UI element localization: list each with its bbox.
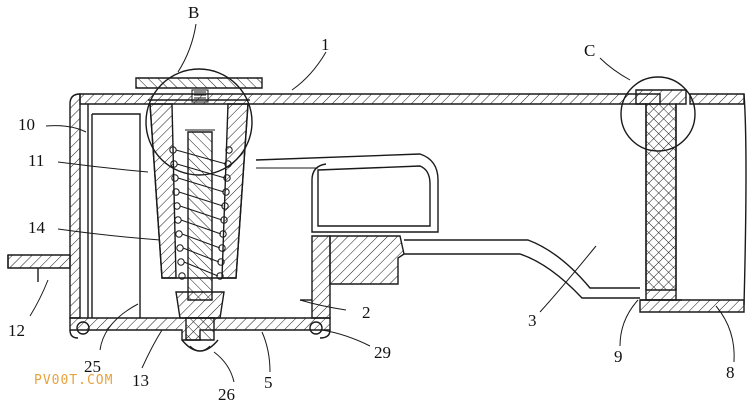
callout-labels: B C 1 10 11 14 12 2 3 9 8 25 13 26 5 29 — [8, 3, 735, 404]
label-11: 11 — [28, 151, 44, 170]
detail-circle-c — [620, 76, 696, 152]
label-29: 29 — [374, 343, 391, 362]
label-25: 25 — [84, 357, 101, 376]
inner-chamber — [91, 113, 141, 318]
label-13: 13 — [132, 371, 149, 390]
label-1: 1 — [321, 35, 330, 54]
detail-circle-b — [145, 68, 253, 176]
watermark: PV00T.COM — [34, 373, 113, 388]
label-2: 2 — [362, 303, 371, 322]
check-plate — [635, 89, 687, 301]
label-9: 9 — [614, 347, 623, 366]
label-12: 12 — [8, 321, 25, 340]
partition — [300, 235, 405, 319]
label-5: 5 — [264, 373, 273, 392]
label-10: 10 — [18, 115, 35, 134]
valve-stem — [175, 131, 225, 352]
label-c: C — [584, 41, 595, 60]
label-3: 3 — [528, 311, 537, 330]
lever — [404, 239, 640, 299]
leader-lines — [29, 23, 735, 383]
seals — [76, 321, 323, 335]
float-cover — [255, 153, 439, 233]
label-14: 14 — [28, 218, 46, 237]
label-26: 26 — [218, 385, 235, 404]
label-b: B — [188, 3, 199, 22]
label-8: 8 — [726, 363, 735, 382]
